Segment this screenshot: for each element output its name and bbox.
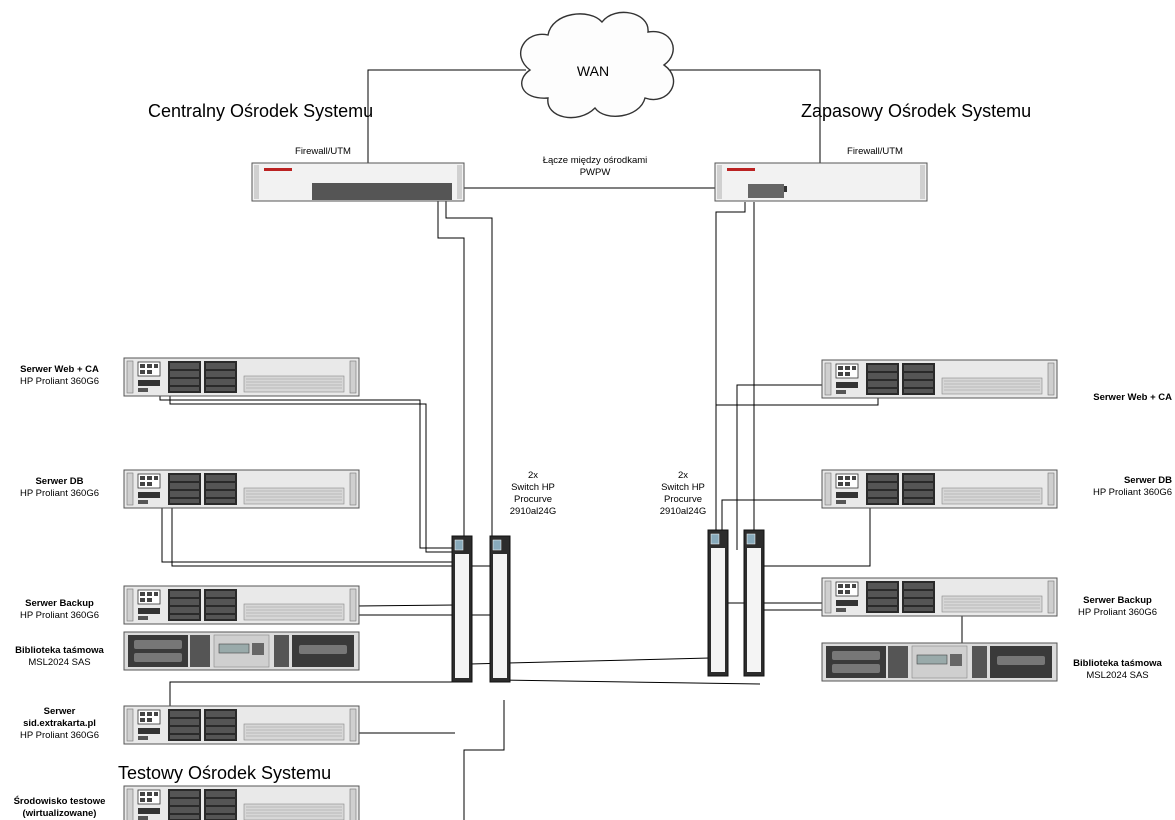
switch-right-a-icon (707, 529, 729, 677)
label-right-web: Serwer Web + CA (1060, 392, 1172, 404)
switch-right-label: 2x Switch HP Procurve 2910al24G (643, 470, 723, 518)
wan-label: WAN (577, 63, 609, 79)
firewall-left-label: Firewall/UTM (295, 146, 351, 157)
server-left-db-icon (123, 469, 360, 509)
label-left-web: Serwer Web + CA HP Proliant 360G6 (2, 364, 117, 388)
switch-right-line4: 2910al24G (659, 506, 707, 517)
site-title-central: Centralny Ośrodek Systemu (148, 101, 374, 121)
label-left-tape: Biblioteka taśmowa MSL2024 SAS (2, 645, 117, 669)
label-right-web-name: Serwer Web + CA (1093, 392, 1172, 403)
server-right-web-icon (821, 359, 1058, 399)
firewall-right-label: Firewall/UTM (847, 146, 903, 157)
label-right-backup: Serwer Backup HP Proliant 360G6 (1060, 595, 1175, 619)
server-right-db-icon (821, 469, 1058, 509)
label-left-test-name1: Środowisko testowe (13, 796, 106, 807)
switch-left-line4: 2910al24G (509, 506, 557, 517)
switch-right-line1: 2x (677, 470, 689, 481)
firewall-left-icon (251, 162, 465, 202)
label-left-sid: Serwer sid.extrakarta.pl HP Proliant 360… (2, 706, 117, 742)
firewall-right-icon (714, 162, 928, 202)
label-right-db-model: HP Proliant 360G6 (1092, 487, 1172, 498)
label-left-backup-model: HP Proliant 360G6 (19, 610, 100, 621)
switch-right-line3: Procurve (663, 494, 702, 505)
server-left-backup-icon (123, 585, 360, 625)
label-right-tape: Biblioteka taśmowa MSL2024 SAS (1060, 658, 1175, 682)
label-left-web-name: Serwer Web + CA (20, 364, 99, 375)
link-label: Łącze między ośrodkami PWPW (520, 155, 670, 179)
server-left-web-icon (123, 357, 360, 397)
link-label-line1: Łącze między ośrodkami (542, 155, 648, 166)
label-right-backup-model: HP Proliant 360G6 (1077, 607, 1158, 618)
label-left-backup-name: Serwer Backup (25, 598, 94, 609)
tape-library-right-icon (821, 642, 1058, 682)
switch-right-line2: Switch HP (661, 482, 705, 493)
label-left-test-name2: (wirtualizowane) (22, 808, 97, 819)
site-title-backup: Zapasowy Ośrodek Systemu (801, 101, 1032, 121)
label-right-backup-name: Serwer Backup (1083, 595, 1152, 606)
label-left-db: Serwer DB HP Proliant 360G6 (2, 476, 117, 500)
label-left-db-name: Serwer DB (35, 476, 84, 487)
switch-left-line3: Procurve (513, 494, 552, 505)
switch-right-b-icon (743, 529, 765, 677)
label-left-db-model: HP Proliant 360G6 (19, 488, 100, 499)
switch-left-a-icon (451, 535, 473, 683)
label-left-backup: Serwer Backup HP Proliant 360G6 (2, 598, 117, 622)
label-left-tape-model: MSL2024 SAS (28, 657, 91, 668)
label-right-db-name: Serwer DB (1123, 475, 1172, 486)
switch-left-b-icon (489, 535, 511, 683)
server-left-sid-icon (123, 705, 360, 745)
label-left-tape-name: Biblioteka taśmowa (15, 645, 104, 656)
server-left-test-icon (123, 785, 360, 820)
server-right-backup-icon (821, 577, 1058, 617)
site-title-test: Testowy Ośrodek Systemu (118, 763, 332, 783)
label-left-sid-name2: sid.extrakarta.pl (23, 718, 96, 729)
label-left-sid-model: HP Proliant 360G6 (19, 730, 100, 741)
switch-left-line1: 2x (527, 470, 539, 481)
link-label-line2: PWPW (579, 167, 611, 178)
label-left-web-model: HP Proliant 360G6 (19, 376, 100, 387)
switch-left-line2: Switch HP (511, 482, 555, 493)
label-right-tape-name: Biblioteka taśmowa (1073, 658, 1162, 669)
tape-library-left-icon (123, 631, 360, 671)
label-right-db: Serwer DB HP Proliant 360G6 (1060, 475, 1172, 499)
wan-cloud-icon (519, 11, 675, 119)
label-left-sid-name1: Serwer (43, 706, 76, 717)
label-right-tape-model: MSL2024 SAS (1086, 670, 1149, 681)
switch-left-label: 2x Switch HP Procurve 2910al24G (493, 470, 573, 518)
label-left-test: Środowisko testowe (wirtualizowane) (2, 796, 117, 820)
